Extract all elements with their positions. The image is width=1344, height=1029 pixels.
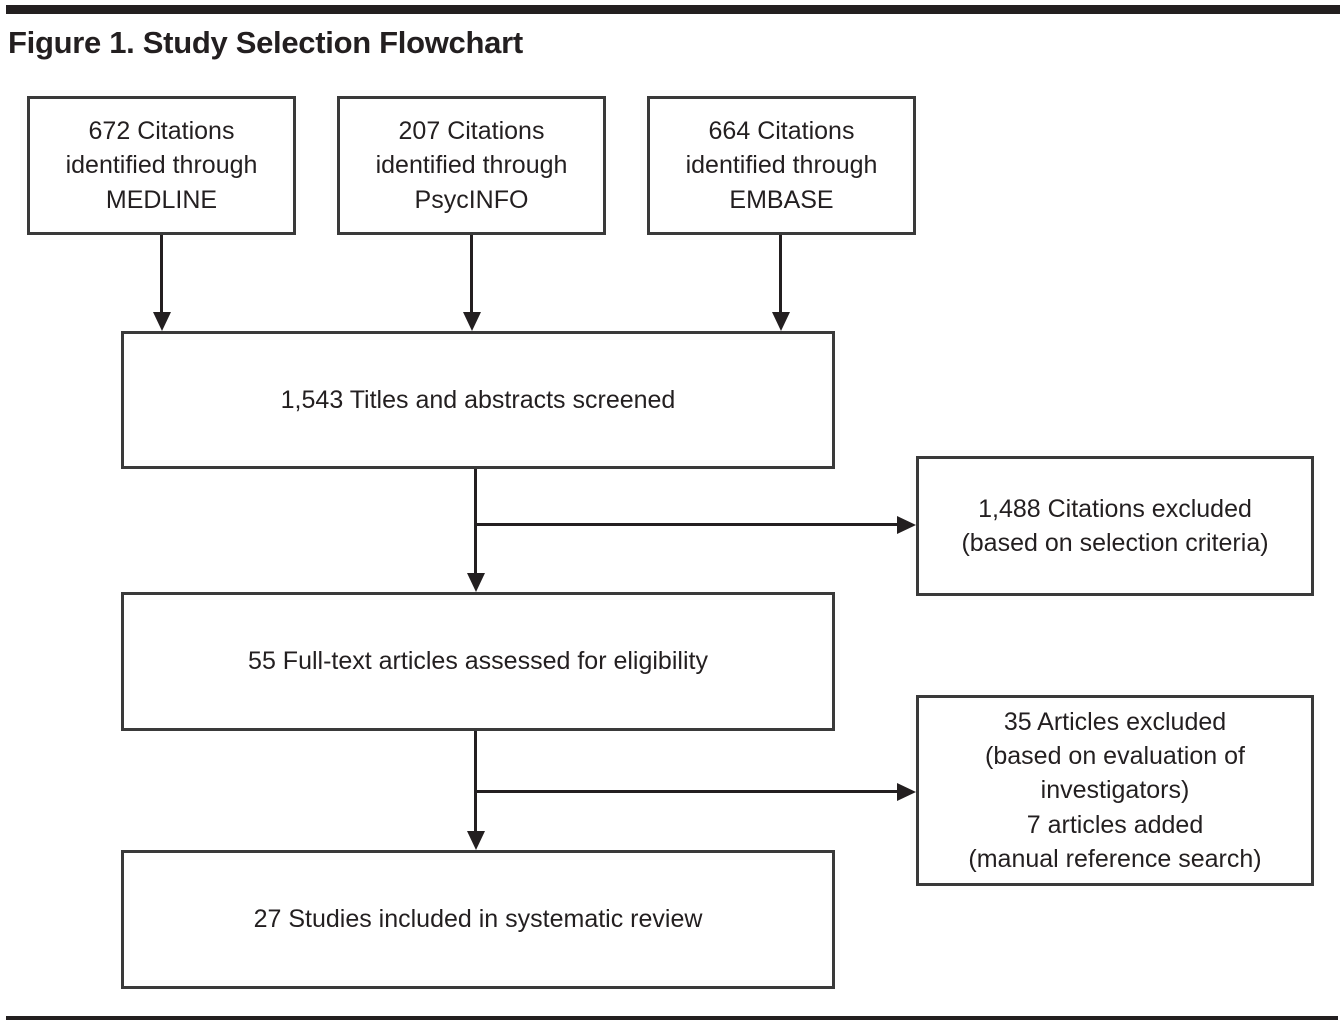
node-psycinfo-line3: PsycINFO: [414, 185, 529, 214]
node-excluded-articles-line4: 7 articles added: [1026, 810, 1204, 839]
node-medline-line2: identified through: [65, 151, 258, 180]
node-psycinfo-line1: 207 Citations: [398, 117, 545, 146]
page-title: Figure 1. Study Selection Flowchart: [8, 25, 523, 60]
node-medline-line3: MEDLINE: [105, 185, 218, 214]
top-rule: [6, 5, 1340, 14]
connector-screened-to-excluded-citations: [474, 523, 898, 526]
node-medline: 672 Citations identified through MEDLINE: [27, 96, 296, 235]
arrowhead-medline-to-screened-icon: [153, 312, 171, 331]
node-included-line1: 27 Studies included in systematic review: [253, 905, 703, 934]
node-medline-line1: 672 Citations: [88, 117, 235, 146]
node-screened-line1: 1,543 Titles and abstracts screened: [280, 385, 676, 414]
node-fulltext-line1: 55 Full-text articles assessed for eligi…: [248, 647, 708, 676]
node-fulltext: 55 Full-text articles assessed for eligi…: [121, 592, 835, 731]
node-psycinfo-line2: identified through: [375, 151, 568, 180]
connector-fulltext-to-included: [474, 731, 477, 835]
arrowhead-fulltext-to-included-icon: [467, 831, 485, 850]
arrowhead-screened-to-excluded-citations-icon: [897, 516, 916, 534]
node-psycinfo: 207 Citations identified through PsycINF…: [337, 96, 606, 235]
node-excluded-articles-line5: (manual reference search): [968, 844, 1262, 873]
node-embase-line1: 664 Citations: [708, 117, 855, 146]
node-excluded-citations: 1,488 Citations excluded (based on selec…: [916, 456, 1314, 596]
node-included: 27 Studies included in systematic review: [121, 850, 835, 989]
node-excluded-articles-line1: 35 Articles excluded: [1003, 707, 1227, 736]
node-embase-line2: identified through: [685, 151, 878, 180]
arrowhead-screened-to-fulltext-icon: [467, 573, 485, 592]
node-excluded-citations-line1: 1,488 Citations excluded: [978, 494, 1252, 523]
node-screened: 1,543 Titles and abstracts screened: [121, 331, 835, 469]
arrowhead-fulltext-to-excluded-articles-icon: [897, 783, 916, 801]
node-excluded-articles: 35 Articles excluded (based on evaluatio…: [916, 695, 1314, 886]
connector-screened-to-fulltext: [474, 469, 477, 575]
node-excluded-articles-line3: investigators): [1040, 776, 1190, 805]
connector-psycinfo-to-screened: [470, 235, 473, 316]
node-embase: 664 Citations identified through EMBASE: [647, 96, 916, 235]
connector-embase-to-screened: [779, 235, 782, 316]
node-excluded-citations-line2: (based on selection criteria): [961, 529, 1269, 557]
node-embase-line3: EMBASE: [729, 185, 834, 214]
bottom-rule: [6, 1016, 1338, 1020]
node-excluded-articles-line2: (based on evaluation of: [985, 742, 1245, 771]
connector-medline-to-screened: [160, 235, 163, 316]
connector-fulltext-to-excluded-articles: [474, 790, 898, 793]
arrowhead-psycinfo-to-screened-icon: [463, 312, 481, 331]
arrowhead-embase-to-screened-icon: [772, 312, 790, 331]
